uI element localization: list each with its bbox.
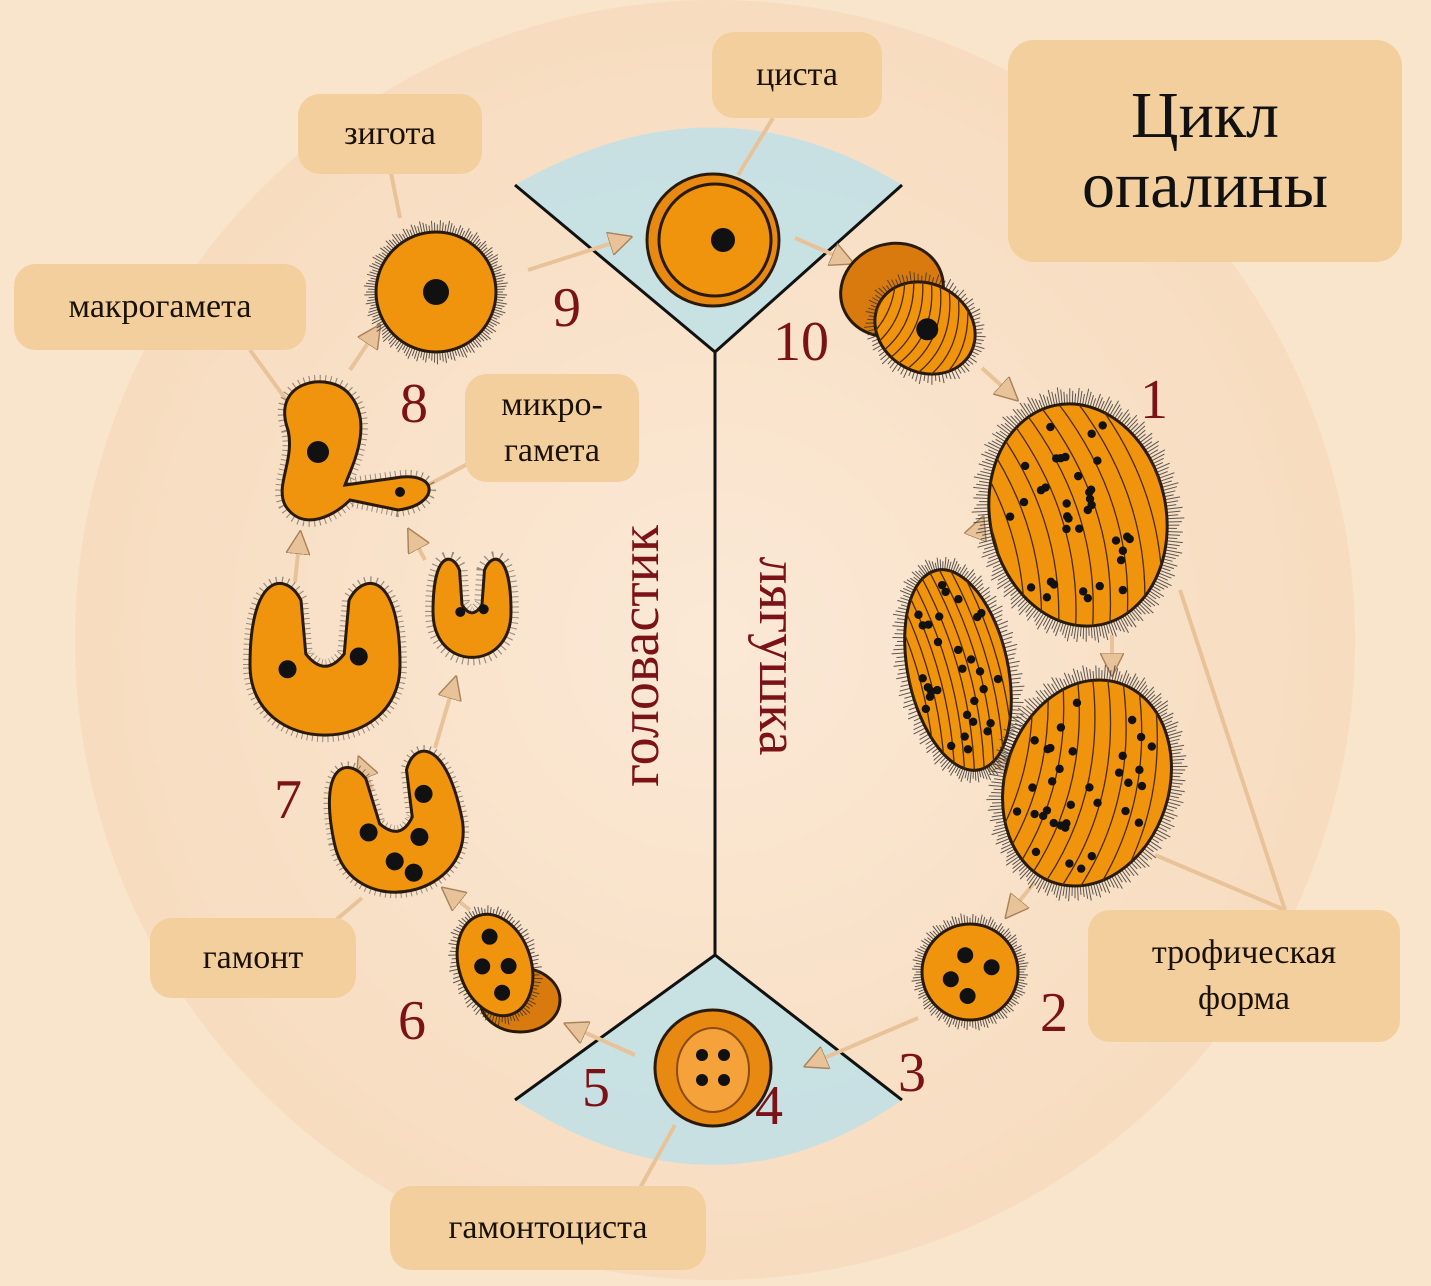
arrow-to-macro bbox=[295, 535, 300, 583]
gamont-stage-6-cell bbox=[448, 905, 543, 1026]
arrow-to-2 bbox=[1008, 880, 1037, 915]
small-cell-stage-2 bbox=[911, 913, 1029, 1031]
stage-number-3: 3 bbox=[898, 1042, 926, 1104]
stage-number-5: 5 bbox=[582, 1057, 610, 1119]
label-zygote: зигота bbox=[298, 94, 482, 174]
label-gamontocyst: гамонтоциста bbox=[390, 1186, 706, 1270]
host-label-tadpole: головастик bbox=[609, 525, 671, 787]
arrow-3-to-4 bbox=[808, 1016, 919, 1065]
leader-lines bbox=[248, 116, 1287, 1189]
gamont-cell-large bbox=[242, 576, 408, 742]
arrow-4-to-5 bbox=[568, 1025, 636, 1057]
stage-number-6: 6 bbox=[398, 990, 426, 1052]
arrow-to-micro bbox=[410, 532, 425, 561]
stage-number-9: 9 bbox=[553, 277, 581, 339]
arrow-7-up bbox=[360, 760, 372, 791]
label-microgamete: микро- гамета bbox=[465, 374, 639, 482]
stage-number-4: 4 bbox=[755, 1075, 783, 1137]
arrow-gamont-split bbox=[433, 680, 455, 749]
macrogamete-cell bbox=[275, 374, 437, 527]
zygote-cell bbox=[363, 220, 508, 365]
cyst-cell bbox=[645, 172, 781, 308]
arrow-to-trophic-1 bbox=[980, 366, 1015, 398]
label-cyst: циста bbox=[712, 32, 882, 118]
arrow-zygote-to-cyst bbox=[527, 238, 628, 272]
arrow-to-zygote bbox=[348, 328, 378, 372]
stage-number-10: 10 bbox=[773, 311, 829, 373]
gamontocyst-cell bbox=[653, 1008, 773, 1128]
stage-number-8: 8 bbox=[400, 373, 428, 435]
arrow-6-up bbox=[445, 890, 472, 912]
diagram-title: Цикл опалины bbox=[1008, 40, 1402, 262]
stage-number-2: 2 bbox=[1040, 982, 1068, 1044]
host-label-frog: лягушка bbox=[747, 556, 809, 756]
excyst-inner-cell bbox=[857, 263, 987, 393]
arrow-cyst-to-excyst bbox=[794, 236, 850, 262]
gamont-cell-stage-7 bbox=[323, 745, 470, 899]
cycle-arrows bbox=[295, 238, 1112, 1065]
label-trophic-form: трофическая форма bbox=[1088, 910, 1400, 1042]
microgamete-nucleus bbox=[395, 487, 405, 497]
label-macrogamete: макрогамета bbox=[14, 264, 306, 350]
gamont-cell-small bbox=[424, 551, 520, 666]
label-gamont: гамонт bbox=[150, 918, 356, 998]
stage-number-7: 7 bbox=[274, 769, 302, 831]
stage-number-1: 1 bbox=[1140, 369, 1168, 431]
